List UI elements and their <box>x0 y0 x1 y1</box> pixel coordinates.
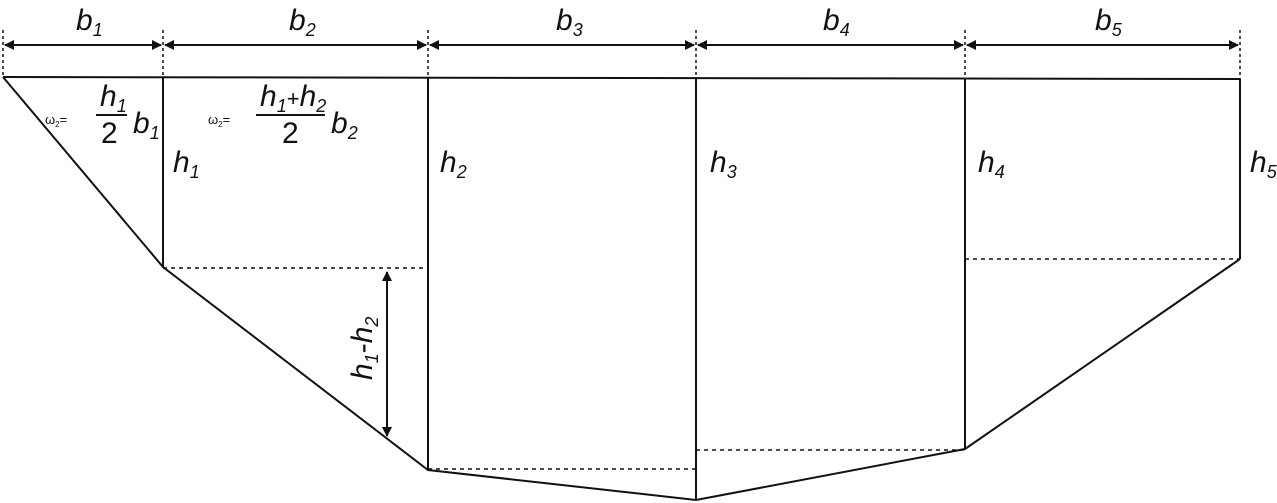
depth-label-h3: h3 <box>710 146 737 182</box>
width-label-b2: b2 <box>289 4 316 40</box>
svg-text:h1: h1 <box>100 80 127 116</box>
channel-bed-outline <box>2 76 1241 502</box>
area-formula-1: ω2= h1 2 b1 <box>45 80 160 150</box>
width-label-b4: b4 <box>823 4 850 40</box>
svg-text:ω2=: ω2= <box>208 112 230 129</box>
depth-label-h4: h4 <box>978 146 1005 182</box>
svg-text:b1: b1 <box>133 107 160 143</box>
difference-label: h1-h2 <box>346 317 382 380</box>
depth-label-h2: h2 <box>440 146 467 182</box>
extension-lines <box>2 30 1241 79</box>
width-label-b3: b3 <box>556 4 583 40</box>
water-surface-line <box>2 76 1241 80</box>
svg-text:2: 2 <box>282 117 299 150</box>
svg-text:2: 2 <box>101 117 118 150</box>
width-label-b1: b1 <box>76 4 103 40</box>
svg-text:b2: b2 <box>331 107 358 143</box>
area-formula-2: ω2= h1+h2 2 b2 <box>208 80 358 150</box>
svg-text:h1+h2: h1+h2 <box>260 80 326 116</box>
svg-text:ω2=: ω2= <box>45 112 67 129</box>
width-label-b5: b5 <box>1095 4 1123 40</box>
depth-label-h1: h1 <box>173 146 200 182</box>
depth-label-h5: h5 <box>1250 146 1277 182</box>
